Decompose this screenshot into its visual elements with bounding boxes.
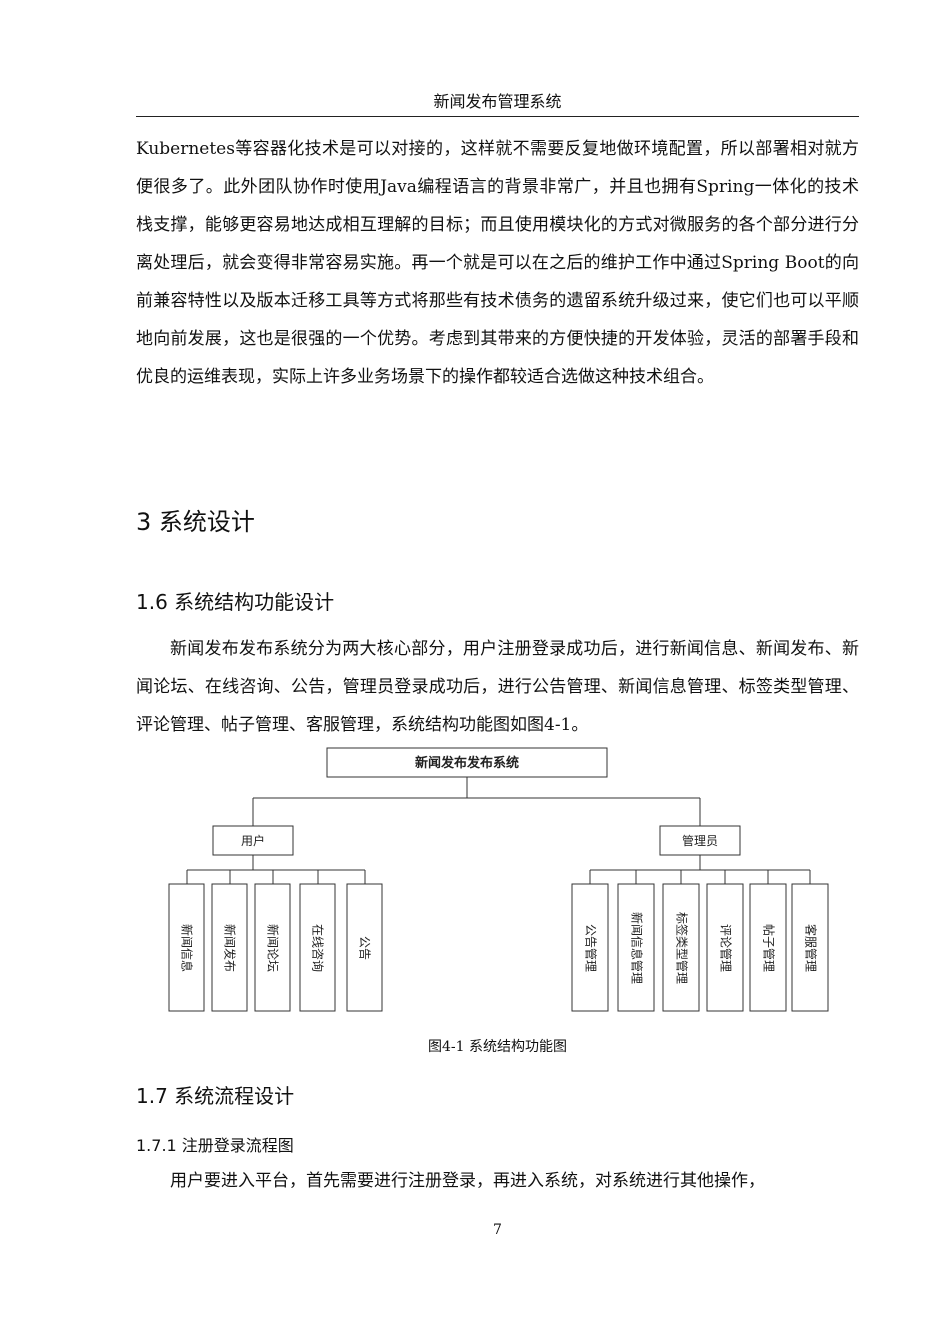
diagram-root-label: 新闻发布发布系统 [415, 755, 519, 771]
body-paragraph-1: Kubernetes等容器化技术是可以对接的，这样就不需要反复地做环境配置，所以… [136, 139, 859, 387]
user-leaf-box [346, 883, 383, 1012]
diagram-admin-label: 管理员 [682, 833, 718, 848]
body-paragraph-3: 用户要进入平台，首先需要进行注册登录，再进入系统，对系统进行其他操作， [170, 1171, 765, 1191]
admin-leaf-box [571, 883, 609, 1012]
user-leaf-box [211, 883, 248, 1012]
admin-leaf-box [791, 883, 829, 1012]
admin-leaf-label: 评论管理 [719, 924, 734, 972]
user-leaf-label: 新闻信息 [180, 924, 195, 972]
section-title-1-7: 1.7 系统流程设计 [136, 1084, 295, 1108]
user-leaf-box [299, 883, 336, 1012]
user-leaf-label: 公告 [358, 936, 372, 960]
page-number: 7 [493, 1222, 502, 1238]
diagram-admin-box [659, 825, 741, 856]
user-leaf-label: 新闻发布 [223, 924, 238, 972]
body-paragraph-2: 新闻发布发布系统分为两大核心部分，用户注册登录成功后，进行新闻信息、新闻发布、新… [136, 639, 859, 735]
diagram-user-label: 用户 [241, 833, 265, 848]
admin-leaf-box [662, 883, 700, 1012]
admin-leaf-box [706, 883, 744, 1012]
section-title-1-6: 1.6 系统结构功能设计 [136, 590, 335, 614]
admin-leaf-label: 新闻信息管理 [630, 912, 645, 984]
admin-leaf-label: 标签类型管理 [675, 912, 690, 984]
user-leaf-label: 新闻论坛 [266, 924, 281, 972]
user-leaf-box [254, 883, 291, 1012]
figure-caption: 图4-1 系统结构功能图 [428, 1039, 567, 1055]
running-header: 新闻发布管理系统 [136, 92, 859, 117]
admin-leaf-label: 客服管理 [804, 924, 819, 972]
system-structure-diagram: 新闻发布发布系统 用户 管理员 新闻信息 新闻发布 新闻论坛 在线咨询 公告 公… [168, 747, 829, 1012]
diagram-root-box [326, 747, 608, 778]
admin-leaf-label: 公告管理 [584, 924, 599, 972]
user-leaf-label: 在线咨询 [311, 924, 326, 972]
admin-leaf-label: 帖子管理 [762, 924, 777, 972]
admin-leaf-box [749, 883, 787, 1012]
admin-leaf-box [617, 883, 655, 1012]
chapter-title: 3 系统设计 [136, 508, 255, 536]
subsection-title-1-7-1: 1.7.1 注册登录流程图 [136, 1136, 294, 1155]
user-leaf-box [168, 883, 205, 1012]
